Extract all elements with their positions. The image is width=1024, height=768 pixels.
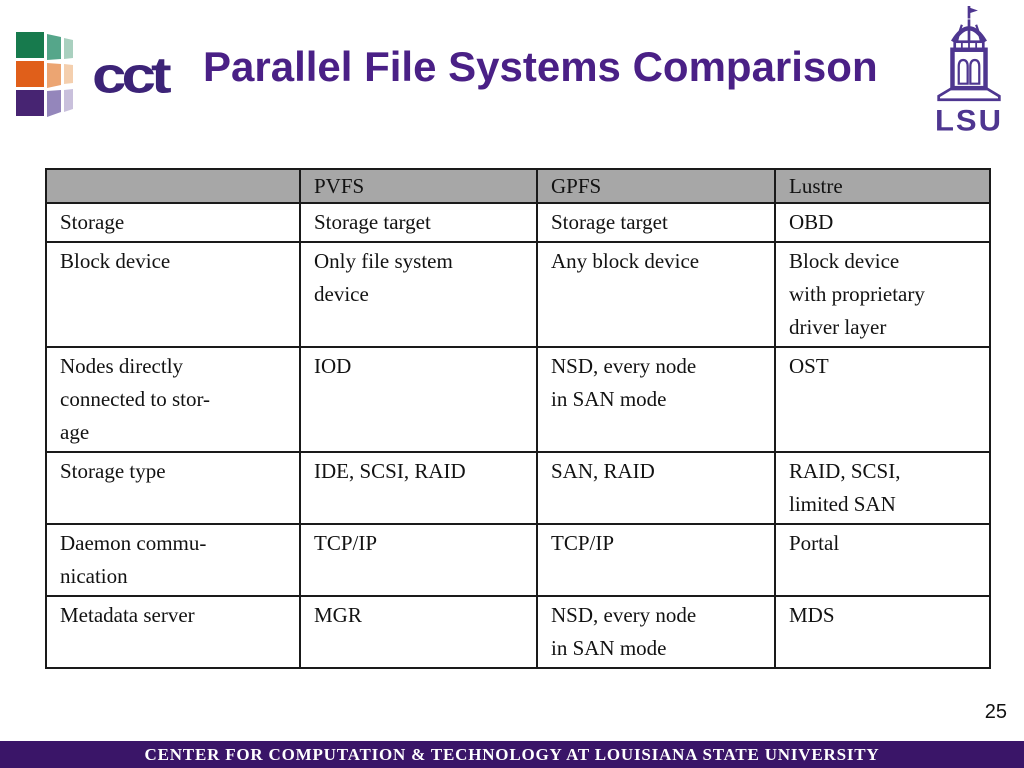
lsu-logo-text: LSU — [935, 103, 1003, 138]
cell-gpfs: NSD, every node in SAN mode — [536, 595, 776, 669]
cct-logo-text: cct — [92, 47, 172, 104]
row-label: Storage — [45, 202, 301, 243]
lsu-logo: LSU — [922, 6, 1016, 138]
page-number: 25 — [984, 701, 1007, 723]
cell-gpfs: SAN, RAID — [536, 451, 776, 525]
cell-pvfs: IOD — [299, 346, 538, 453]
comparison-table: PVFS GPFS Lustre Storage Storage target … — [45, 168, 991, 669]
row-label: Nodes directly connected to stor- age — [45, 346, 301, 453]
row-label: Daemon commu- nication — [45, 523, 301, 597]
table-row: Nodes directly connected to stor- age IO… — [45, 346, 991, 453]
cell-pvfs: MGR — [299, 595, 538, 669]
row-label: Storage type — [45, 451, 301, 525]
table-row: Storage Storage target Storage target OB… — [45, 202, 991, 243]
table-header-pvfs: PVFS — [299, 168, 538, 204]
table-header-blank — [45, 168, 301, 204]
table-header-lustre: Lustre — [774, 168, 991, 204]
cell-gpfs: TCP/IP — [536, 523, 776, 597]
cell-pvfs: IDE, SCSI, RAID — [299, 451, 538, 525]
cell-pvfs: TCP/IP — [299, 523, 538, 597]
cell-lustre: Portal — [774, 523, 991, 597]
page-title: Parallel File Systems Comparison — [203, 43, 878, 90]
cell-lustre: OST — [774, 346, 991, 453]
row-label: Metadata server — [45, 595, 301, 669]
cell-lustre: RAID, SCSI, limited SAN — [774, 451, 991, 525]
lsu-campanile-icon — [937, 6, 1001, 102]
cell-pvfs: Only file system device — [299, 241, 538, 348]
table-row: Block device Only file system device Any… — [45, 241, 991, 348]
table-row: Storage type IDE, SCSI, RAID SAN, RAID R… — [45, 451, 991, 525]
table-header-gpfs: GPFS — [536, 168, 776, 204]
table-row: Daemon commu- nication TCP/IP TCP/IP Por… — [45, 523, 991, 597]
cell-gpfs: Storage target — [536, 202, 776, 243]
row-label: Block device — [45, 241, 301, 348]
table-header-row: PVFS GPFS Lustre — [45, 168, 991, 204]
cct-logo: cct — [16, 26, 201, 126]
cell-lustre: Block device with proprietary driver lay… — [774, 241, 991, 348]
footer-banner: CENTER FOR COMPUTATION & TECHNOLOGY AT L… — [0, 741, 1024, 768]
cell-gpfs: NSD, every node in SAN mode — [536, 346, 776, 453]
cell-pvfs: Storage target — [299, 202, 538, 243]
cell-lustre: MDS — [774, 595, 991, 669]
cell-lustre: OBD — [774, 202, 991, 243]
cct-squares-icon — [16, 32, 73, 117]
table-row: Metadata server MGR NSD, every node in S… — [45, 595, 991, 669]
cell-gpfs: Any block device — [536, 241, 776, 348]
